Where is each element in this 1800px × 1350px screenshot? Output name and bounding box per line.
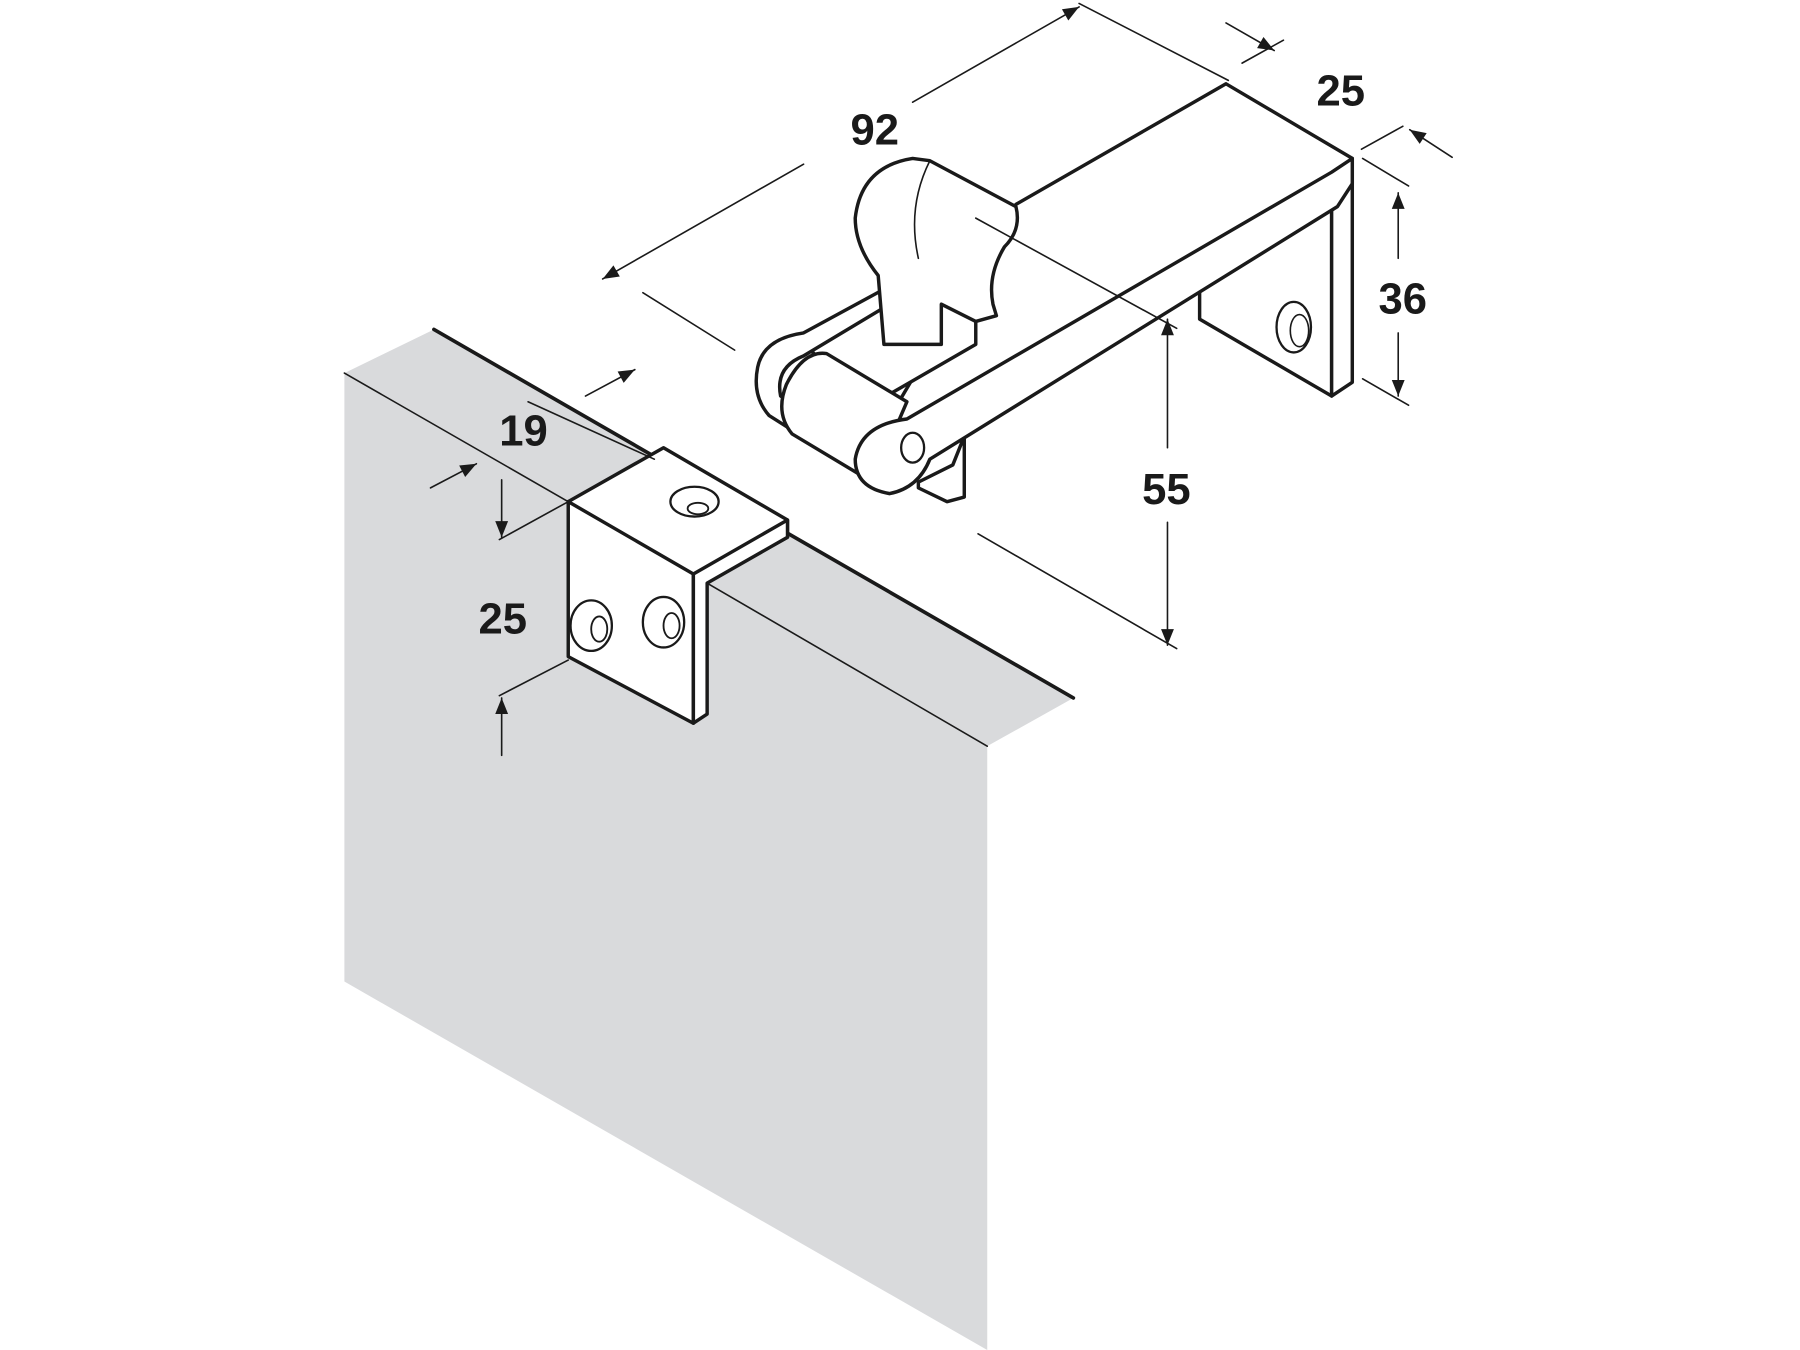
roller-head-edge (913, 159, 931, 260)
dim-label-panel-offset: 19 (499, 407, 548, 455)
dim-label-drop-height: 55 (1142, 466, 1191, 514)
dimension-lines (429, 2, 1453, 757)
panel-front-edge (343, 372, 570, 503)
dim-label-bracket-height: 36 (1379, 275, 1428, 323)
screw-hole-icon (662, 612, 681, 640)
roller-head (853, 156, 1020, 347)
panel-front-edge-right (706, 582, 989, 747)
dim-label-cleat-height: 25 (479, 596, 528, 644)
pivot-hole-icon (900, 431, 926, 464)
dim-label-bracket-depth: 25 (1317, 68, 1366, 116)
lower-fin (916, 434, 967, 504)
panel-body (344, 329, 1074, 1350)
dim-label-arm-length: 92 (850, 107, 899, 155)
screw-hole-icon (686, 501, 710, 516)
front-arm (853, 156, 1355, 496)
cleat-bracket (566, 445, 790, 725)
screw-hole-icon (590, 615, 609, 643)
cleat-side-face (691, 518, 790, 725)
roller-bracket (754, 82, 1355, 504)
screw-hole-icon (1289, 313, 1310, 348)
